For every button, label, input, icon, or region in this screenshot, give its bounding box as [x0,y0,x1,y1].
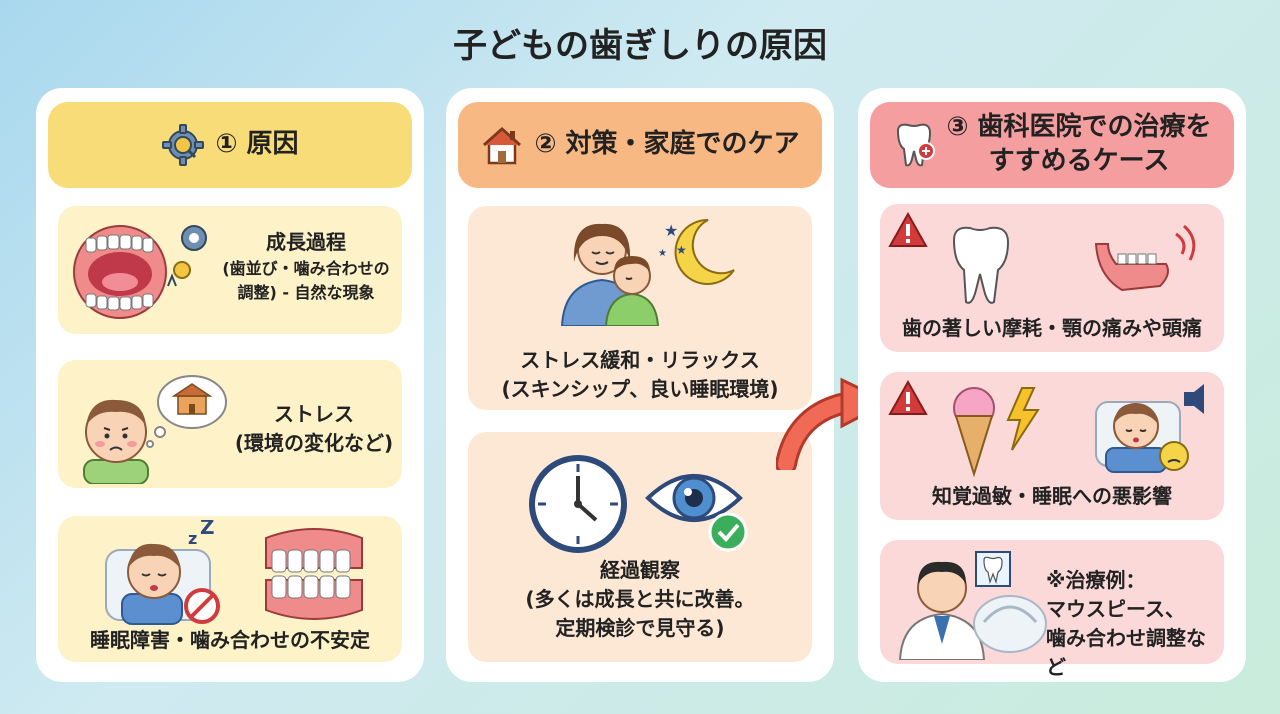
cause-card-stress: ストレス (環境の変化など) [58,360,402,488]
home-care-heading-text: ② 対策・家庭でのケア [534,129,800,160]
page-title: 子どもの歯ぎしりの原因 [453,26,827,66]
dental-treatment-note: ※治療例： [1046,568,1146,592]
house-icon [480,123,524,167]
svg-text:★: ★ [658,248,667,259]
dental-sensitivity-title: 知覚過敏・睡眠への悪影響 [932,484,1172,508]
dental-heading-line1: ③ 歯科医院での治療を [946,112,1212,143]
care-observe-title: 経過観察 [600,558,680,582]
cause-card-sleep: z Z 睡眠障害・噛み合わせの不安定 [58,515,402,662]
dental-treatment-heading: ③ 歯科医院での治療を すすめるケース [870,102,1234,188]
mother-hug-moon-icon: ★ ★ ★ [558,214,738,330]
worn-tooth-jaw-icon [946,224,1206,312]
care-relax-title: ストレス緩和・リラックス [520,348,760,372]
gear-search-icon [161,123,205,167]
causes-heading: ① 原因 [48,102,412,188]
cause-growth-title: 成長過程 [266,230,346,254]
care-observe-detail-1: (多くは成長と共に改善。 [525,587,755,611]
dental-card-wear: 歯の著しい摩耗・顎の痛みや頭痛 [880,204,1224,352]
cause-stress-title: ストレス [274,402,354,426]
svg-text:★: ★ [676,243,687,257]
tooth-icon [892,121,936,169]
dental-heading-line2: すすめるケース [988,146,1170,176]
dental-treatment-detail-1: マウスピース、 [1046,597,1185,621]
home-care-heading: ② 対策・家庭でのケア [458,102,822,188]
care-relax-detail: (スキンシップ、良い睡眠環境) [501,377,779,401]
dental-card-sensitivity: 知覚過敏・睡眠への悪影響 [880,372,1224,520]
dental-wear-title: 歯の著しい摩耗・顎の痛みや頭痛 [902,316,1202,340]
cause-growth-detail-1: (歯並び・噛み合わせの [222,259,390,278]
care-card-relax: ★ ★ ★ ストレス緩和・リラックス (スキンシップ、良い睡眠環境) [468,206,812,410]
cause-growth-detail-2: 調整) - 自然な現象 [237,283,375,302]
teeth-gear-icon [72,216,212,328]
dental-card-treatment: ※治療例： マウスピース、 噛み合わせ調整など [880,540,1224,679]
dentist-mouthpiece-icon [898,548,1048,664]
svg-text:z: z [188,529,197,548]
warning-icon [888,211,928,252]
svg-text:Z: Z [200,520,215,539]
care-card-observe: 経過観察 (多くは成長と共に改善。 定期検診で見守る) [468,432,812,662]
home-care-column: ② 対策・家庭でのケア ★ ★ ★ ストレス緩和・リラックス (スキンシップ [446,88,834,682]
warning-icon [888,379,928,420]
sleeping-child-teeth-icon: z Z [102,515,372,632]
icecream-sleep-icon [946,378,1216,482]
care-observe-detail-2: 定期検診で見守る) [555,616,725,640]
dental-treatment-detail-2: 噛み合わせ調整など [1046,626,1206,679]
clock-eye-check-icon [528,454,758,558]
causes-column: ① 原因 成長過 [36,88,424,682]
cause-stress-detail: (環境の変化など) [234,431,394,455]
svg-text:★: ★ [664,221,678,240]
causes-heading-text: ① 原因 [215,129,299,160]
cause-card-growth: 成長過程 (歯並び・噛み合わせの 調整) - 自然な現象 [58,206,402,334]
worried-child-school-icon [80,366,230,488]
cause-sleep-title: 睡眠障害・噛み合わせの不安定 [90,628,370,652]
dental-treatment-column: ③ 歯科医院での治療を すすめるケース 歯の著しい摩耗・顎の痛みや頭痛 [858,88,1246,682]
